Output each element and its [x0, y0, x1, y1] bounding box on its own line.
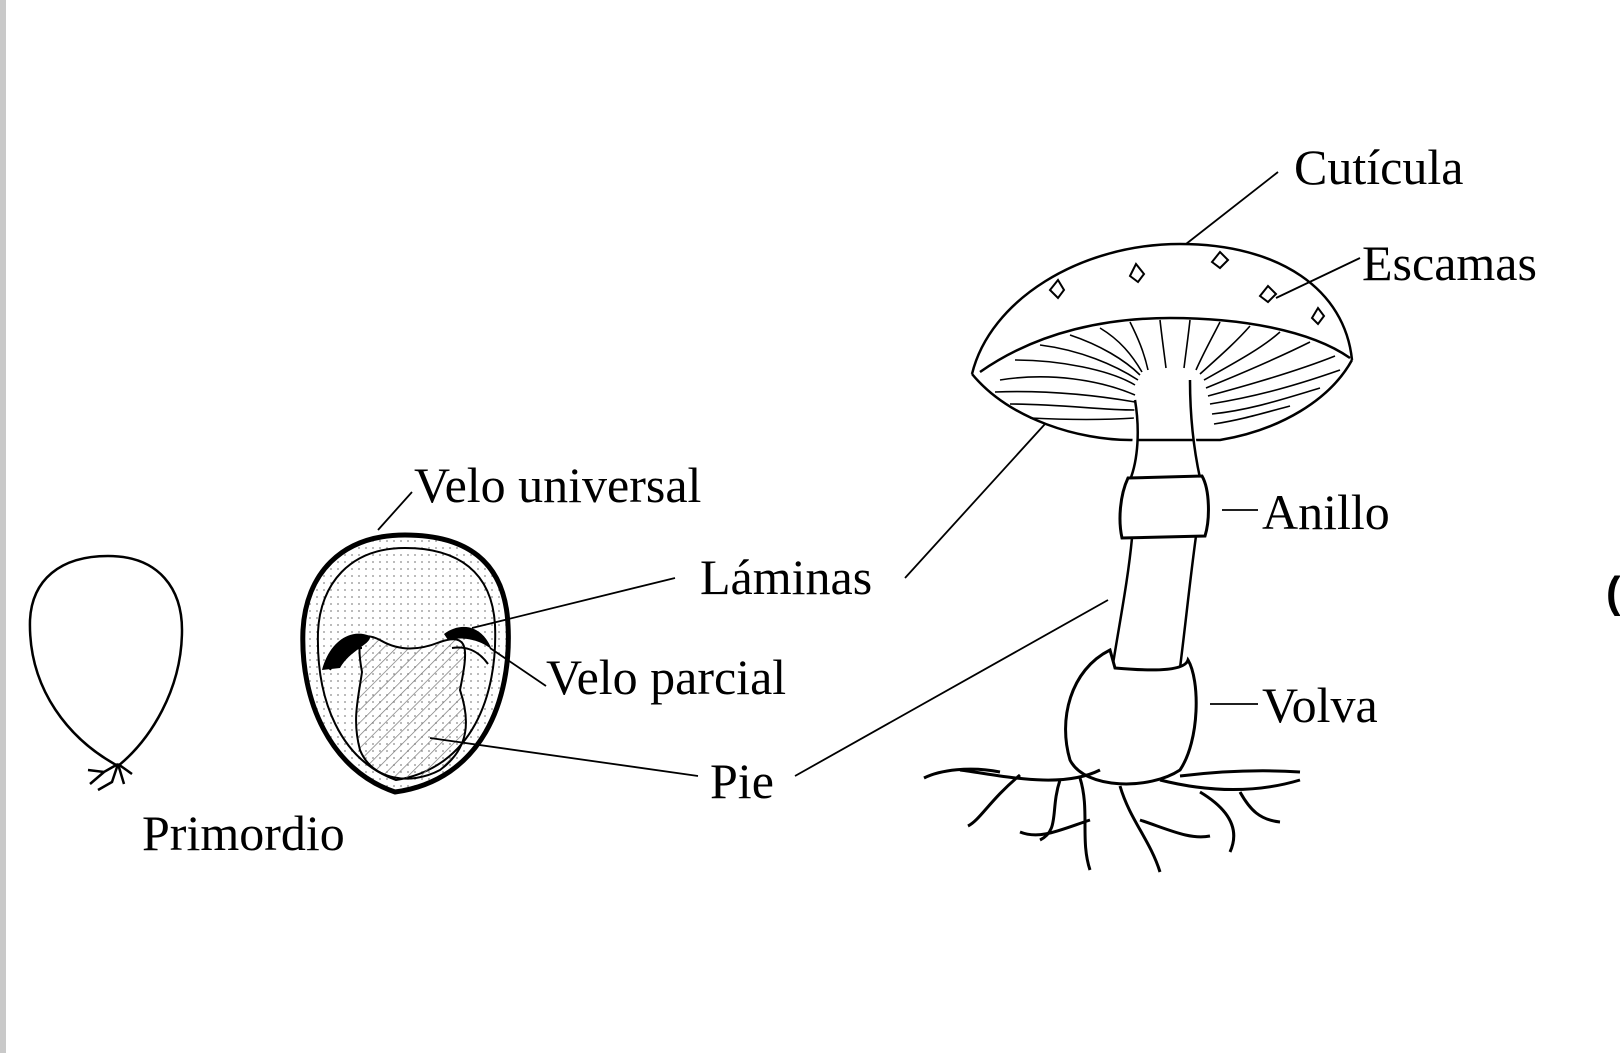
scale-5 [1310, 306, 1326, 326]
label-volva: Volva [1262, 677, 1378, 733]
label-velo-universal: Velo universal [414, 457, 702, 513]
scale-2 [1128, 262, 1146, 284]
label-primordio: Primordio [142, 805, 345, 861]
label-escamas: Escamas [1362, 235, 1537, 291]
scale-1 [1048, 278, 1066, 300]
leader-pie-mature [794, 599, 1109, 777]
leader-pie-section [429, 737, 699, 777]
label-anillo: Anillo [1262, 484, 1390, 540]
volva-sac [1064, 647, 1198, 786]
primordio-illustration [28, 554, 184, 792]
scale-4 [1258, 284, 1278, 304]
mycelium [923, 767, 1301, 873]
scale-3 [1210, 250, 1230, 270]
leader-velo-parcial [489, 647, 547, 687]
left-window-edge [0, 0, 6, 1053]
label-cuticula: Cutícula [1294, 139, 1464, 195]
stem-upper [1128, 379, 1202, 481]
mature-mushroom-illustration [923, 242, 1354, 873]
cap-top [970, 242, 1354, 375]
label-laminas: Láminas [700, 549, 873, 605]
annulus [1118, 474, 1210, 540]
leader-escamas [1275, 257, 1361, 299]
leader-velo-universal [377, 491, 413, 531]
stem-lower [1110, 535, 1198, 671]
leader-lines [377, 171, 1361, 777]
leader-laminas-section [471, 577, 676, 629]
label-pie: Pie [710, 753, 774, 809]
clipped-edge-text: ( [1606, 568, 1620, 617]
label-velo-parcial: Velo parcial [546, 649, 787, 705]
leader-laminas-mature [904, 423, 1046, 579]
leader-cuticula [1185, 171, 1279, 245]
section-illustration [300, 532, 511, 795]
cap-underside [971, 359, 1354, 442]
